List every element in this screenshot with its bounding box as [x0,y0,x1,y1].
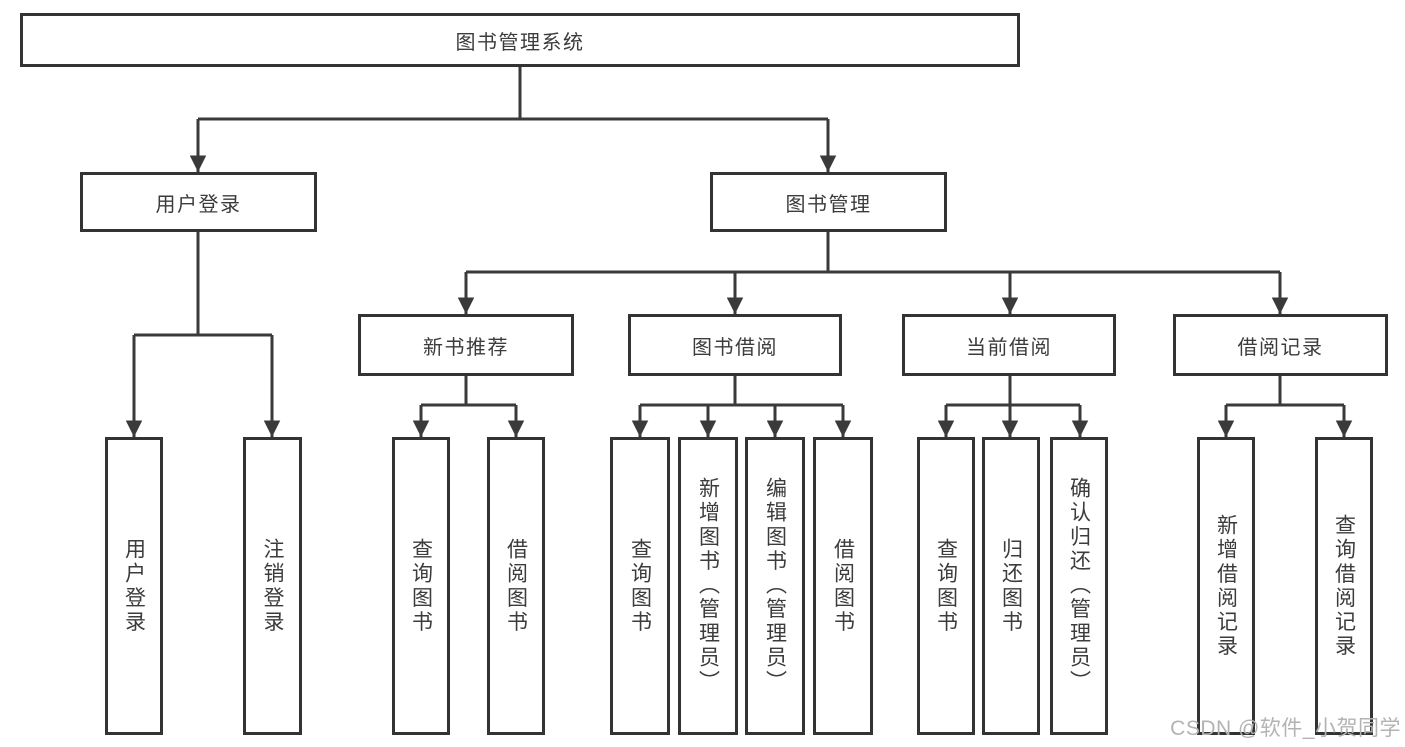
node-current-borrow: 当前借阅 [902,314,1116,376]
leaf-add-borrow-record: 新增借阅记录 [1197,437,1255,735]
leaf-borrow-books-recommend: 借阅图书 [487,437,545,735]
leaf-query-books-recommend: 查询图书 [392,437,450,735]
leaf-borrow-books: 借阅图书 [813,437,873,735]
leaf-query-books-borrow: 查询图书 [610,437,670,735]
leaf-query-borrow-record: 查询借阅记录 [1315,437,1373,735]
leaf-logout: 注销登录 [243,437,302,735]
leaf-user-login: 用户登录 [105,437,163,735]
node-new-book-recommend: 新书推荐 [358,314,574,376]
leaf-edit-books-admin: 编辑图书（管理员） [745,437,805,735]
node-user-login: 用户登录 [80,172,317,232]
csdn-watermark: CSDN @软件_小贺同学 [1170,717,1401,740]
node-book-management: 图书管理 [710,172,947,232]
leaf-add-books-admin: 新增图书（管理员） [678,437,738,735]
node-borrow-records: 借阅记录 [1173,314,1388,376]
leaf-return-books: 归还图书 [982,437,1040,735]
node-book-borrow: 图书借阅 [628,314,842,376]
node-root-system: 图书管理系统 [20,13,1020,67]
leaf-confirm-return-admin: 确认归还（管理员） [1050,437,1108,735]
leaf-query-books-current: 查询图书 [917,437,975,735]
tree-edges [125,67,1353,437]
